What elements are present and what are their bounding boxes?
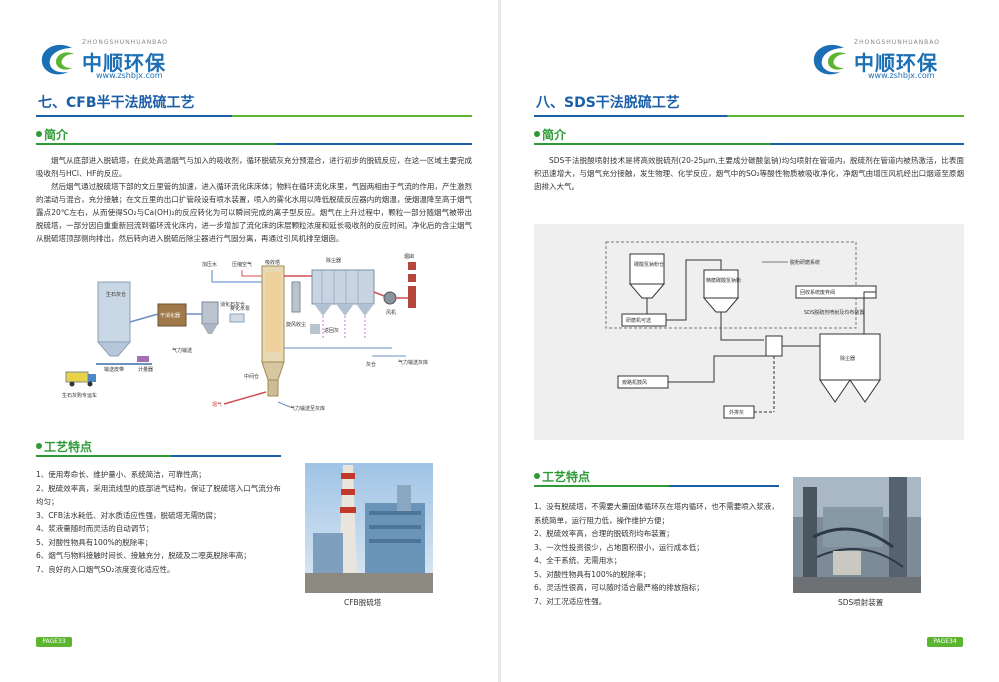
- feature-item: 7、对工况适应性强。: [534, 596, 607, 606]
- feature-item: 2、脱硫效率高，合理的脱硫剂均布装置；: [534, 529, 674, 538]
- intro-heading: 简介: [534, 126, 566, 143]
- sds-injection-photo: [793, 477, 921, 593]
- logo-swirl-icon: [41, 44, 74, 75]
- fan-label: 风机: [386, 309, 396, 316]
- cfb-tower-photo: [305, 463, 433, 593]
- grind-bin-label: 精磨碳酸氢钠粉: [706, 277, 741, 284]
- features-heading: 工艺特点: [36, 438, 92, 455]
- title-rule: [534, 115, 964, 117]
- silo-shape: [97, 281, 131, 343]
- outlet-label: 外排灰: [729, 409, 744, 416]
- ash-bin-label: 灰仓: [366, 361, 376, 368]
- features-rule: [534, 485, 779, 487]
- collector-label: 除尘器: [840, 355, 855, 362]
- brand-url: www.zshbjx.com: [96, 71, 163, 80]
- feature-item: 4、浆液量随时而灵活的自动调节；: [36, 524, 154, 533]
- features-rule: [36, 455, 281, 457]
- atomizer-label: 雾化水泵: [230, 305, 250, 312]
- sds-flow-diagram: 碳酸氢钠粉仓 精磨碳酸氢钠粉 研磨机可选 脱粉研磨系统 回收系统废弃阀 SDS脱…: [605, 241, 881, 419]
- feature-item: 2、脱硫效率高，采用流线型的底部进气结构，保证了脱硫塔入口气流分布均匀；: [36, 483, 281, 507]
- features-list: 1、没有脱硫塔，不需要大量固体循环灰在塔内循环，也不需要喷入浆液，系统简单，运行…: [534, 500, 784, 608]
- intro-paragraph-1: 烟气从底部进入脱硫塔，在此处高温烟气与加入的吸收剂，循环脱硫灰充分预混合，进行初…: [36, 156, 472, 178]
- feature-item: 5、对酸性物具有100%的脱除率；: [534, 569, 651, 579]
- screw-label: 计量器: [138, 366, 153, 373]
- stack-label: 烟囱: [404, 253, 414, 260]
- filter-label: 除尘器: [326, 257, 341, 264]
- sds-diagram-panel: 碳酸氢钠粉仓 精磨碳酸氢钠粉 研磨机可选 脱粉研磨系统 回收系统废弃阀 SDS脱…: [534, 224, 964, 440]
- feature-item: 3、CFB法水耗低、对水质适应性强，脱硫塔无需防腐；: [36, 510, 221, 520]
- intro-heading: 简介: [36, 126, 68, 143]
- slaked-bin-label: 消化石灰仓: [220, 301, 245, 308]
- silo-label: 生石灰仓: [106, 291, 126, 298]
- page-gutter: [498, 0, 501, 682]
- air-label: 压缩空气: [232, 261, 252, 268]
- pneumatic-out-label: 气力输送至灰库: [290, 405, 325, 412]
- ash-out-label: 气力输送灰库: [398, 359, 428, 366]
- fan-label: 旁路机鼓风: [622, 379, 647, 386]
- title-rule: [36, 115, 472, 117]
- feature-item: 5、对酸性物具有100%的脱除率；: [36, 537, 153, 547]
- intro-text: 烟气从底部进入脱硫塔，在此处高温烟气与加入的吸收剂，循环脱硫灰充分预混合，进行初…: [36, 154, 472, 245]
- intro-rule: [36, 143, 472, 145]
- tower-label: 吸收塔: [265, 259, 280, 266]
- photo-caption: SDS喷射装置: [838, 598, 884, 607]
- feature-item: 7、良好的入口烟气SO₂浓度变化适应性。: [36, 564, 175, 574]
- intro-text: SDS干法脱酸喷射技术是将高效脱硫剂(20-25μm,主要成分碳酸氢钠)均匀喷射…: [534, 154, 964, 193]
- feature-item: 6、灵活性很高，可以随时适合最严格的排放指标；: [534, 583, 704, 592]
- brand-pinyin: ZHONGSHUNHUANBAO: [854, 39, 941, 46]
- features-heading: 工艺特点: [534, 468, 590, 485]
- brand-name: 中顺环保: [854, 51, 938, 75]
- brand-logo: ZHONGSHUNHUANBAO 中顺环保 www.zshbjx.com: [810, 39, 970, 80]
- brand-name: 中顺环保: [82, 51, 166, 75]
- section-title: 八、SDS干法脱硫工艺: [536, 95, 680, 111]
- photo-caption: CFB脱硫塔: [344, 598, 382, 607]
- filter-shape: [311, 269, 375, 305]
- air-transport-label: 气力输送: [172, 347, 192, 354]
- brand-pinyin: ZHONGSHUNHUANBAO: [82, 39, 169, 46]
- intro-paragraph-2: 然后烟气通过脱硫塔下部的文丘里管的加速，进入循环流化床床体；物料在循环流化床里，…: [36, 182, 472, 243]
- intro-paragraph: SDS干法脱酸喷射技术是将高效脱硫剂(20-25μm,主要成分碳酸氢钠)均匀喷射…: [534, 156, 964, 191]
- bicarb-bin-label: 碳酸氢钠粉仓: [634, 261, 664, 268]
- cyclone-label: 旋风收尘: [286, 321, 306, 328]
- cfb-process-diagram: 生石灰仓 生石灰购专运车 输送皮带 计量器 干消化器 消化石灰仓 气力输送 加压…: [62, 253, 428, 412]
- ash-treat-label: 回收系统废弃阀: [800, 289, 835, 296]
- intro-rule: [534, 143, 964, 145]
- flue-label: 烟气: [212, 401, 222, 408]
- feature-item: 1、使用寿命长、维护量小、系统简洁，可靠性高；: [36, 470, 206, 479]
- feature-item: 3、一次性投资很少，占地面积很小，运行成本低；: [534, 542, 704, 552]
- mill-system-label: 脱粉研磨系统: [790, 259, 820, 266]
- page-right: ZHONGSHUNHUANBAO 中顺环保 www.zshbjx.com 八、S…: [500, 0, 999, 682]
- digester-label: 干消化器: [160, 312, 180, 319]
- page-left: ZHONGSHUNHUANBAO 中顺环保 www.zshbjx.com 七、C…: [0, 0, 499, 682]
- truck-label: 生石灰购专运车: [62, 392, 97, 399]
- brand-url: www.zshbjx.com: [868, 71, 935, 80]
- feature-item: 6、烟气与物料接触时间长、接触充分，脱硫及二噁英脱除率高；: [36, 551, 251, 560]
- logo-swirl-icon: [813, 44, 846, 75]
- ash-return-label: 返回灰: [324, 327, 339, 334]
- feature-item: 4、全干系统、无需用水；: [534, 556, 622, 565]
- section-title: 七、CFB半干法脱硫工艺: [38, 95, 195, 111]
- spray-label: SDS脱硫剂喷射及均布装置: [804, 309, 864, 316]
- page-number: PAGE33: [36, 637, 72, 647]
- brand-logo: ZHONGSHUNHUANBAO 中顺环保 www.zshbjx.com: [38, 39, 198, 80]
- page-number: PAGE34: [927, 637, 963, 647]
- water-label: 加压水: [202, 261, 217, 268]
- mill-label: 研磨机可选: [626, 317, 651, 324]
- middle-bin-label: 中间仓: [244, 373, 259, 380]
- features-list: 1、使用寿命长、维护量小、系统简洁，可靠性高； 2、脱硫效率高，采用流线型的底部…: [36, 468, 286, 576]
- feature-item: 1、没有脱硫塔，不需要大量固体循环灰在塔内循环，也不需要喷入浆液，系统简单，运行…: [534, 502, 779, 525]
- feed-label: 输送皮带: [104, 366, 124, 373]
